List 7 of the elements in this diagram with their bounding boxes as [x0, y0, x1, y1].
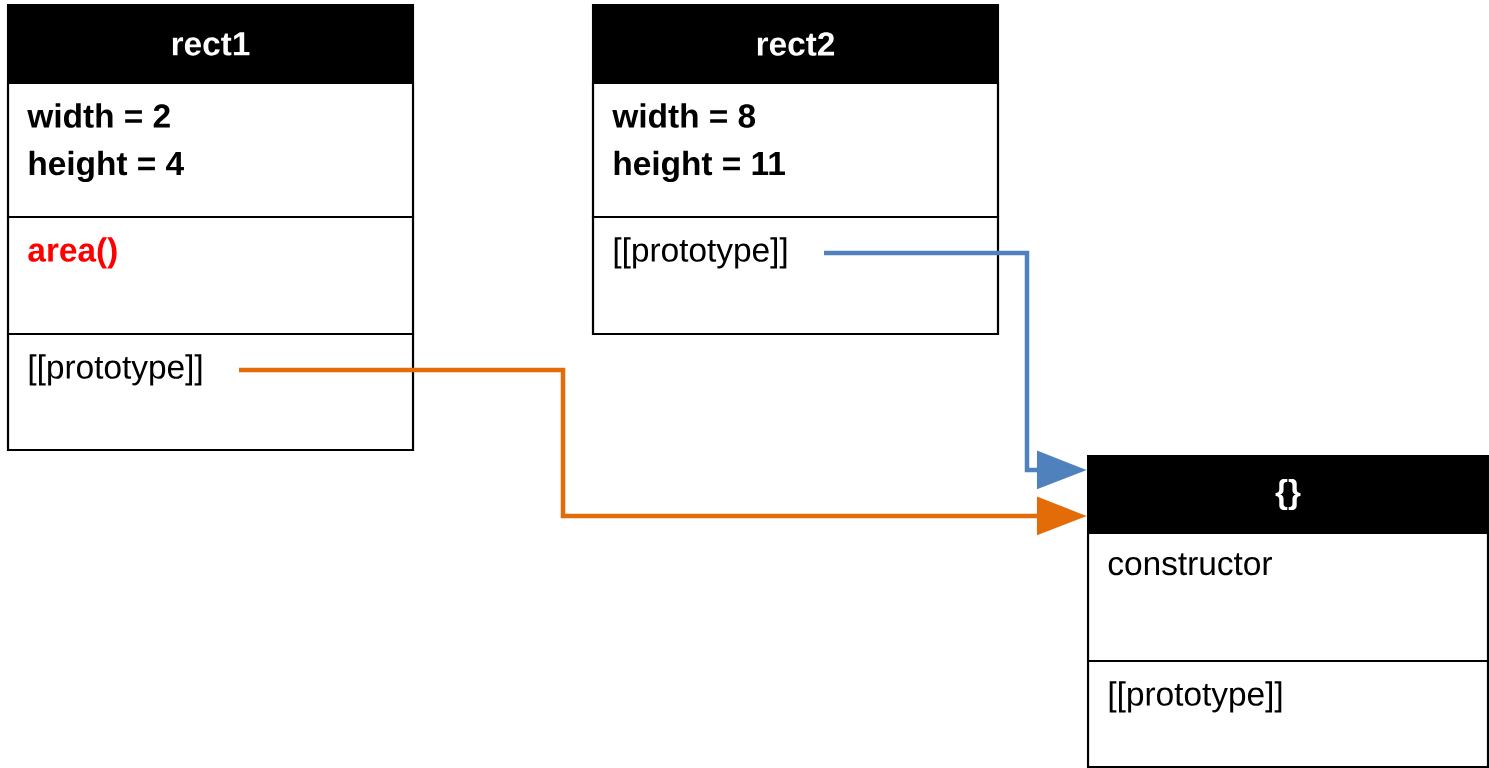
- compartment: [[prototype]]: [1086, 659, 1489, 768]
- compartment: width = 8 height = 11: [591, 81, 1000, 219]
- compartment: constructor: [1086, 531, 1489, 663]
- compartment: width = 2 height = 4: [6, 81, 415, 219]
- compartment: area(): [6, 215, 415, 336]
- compartment: [[prototype]]: [6, 332, 415, 452]
- compartment: [[prototype]]: [591, 215, 1000, 336]
